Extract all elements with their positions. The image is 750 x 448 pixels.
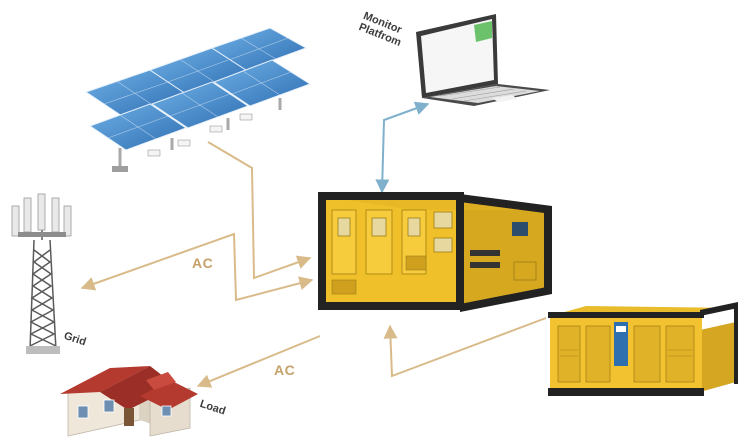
monitor-link-line — [375, 101, 430, 194]
cabinet-to-load-line — [196, 335, 321, 388]
ac-grid-label: AC — [192, 255, 214, 271]
telecom-tower-icon — [11, 193, 72, 354]
solar-panel-array-icon — [84, 27, 312, 172]
house-icon — [60, 366, 198, 437]
grid-cabinet-line — [80, 232, 314, 302]
solar-to-cabinet-line — [207, 141, 312, 280]
generator-to-cabinet-line — [383, 317, 547, 378]
ac-load-label: AC — [274, 362, 296, 378]
laptop-icon — [416, 14, 550, 106]
energy-storage-cabinet-icon — [318, 192, 552, 312]
diesel-generator-icon — [548, 302, 738, 396]
